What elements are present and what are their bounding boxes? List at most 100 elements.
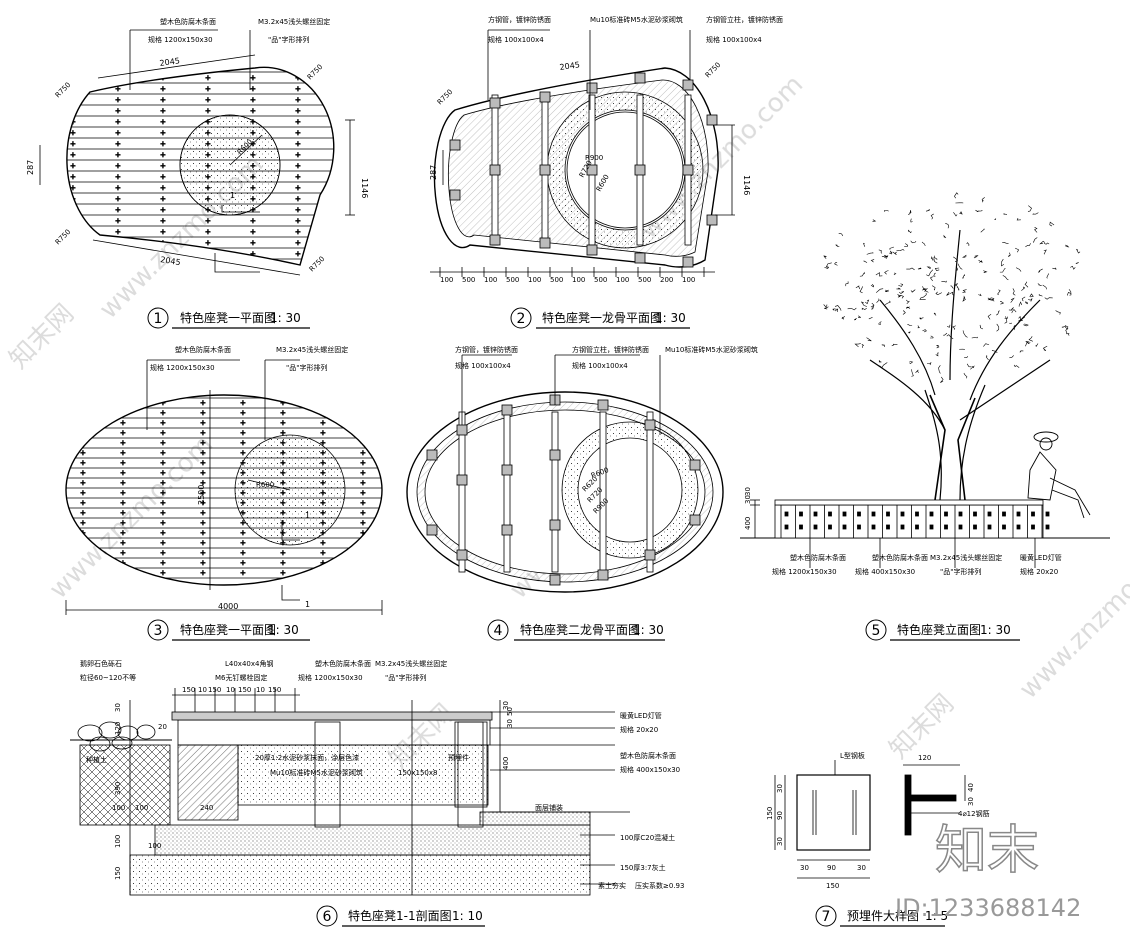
- d5-leaf-cluster: [962, 296, 966, 302]
- d2-bottom-dim: 500: [638, 276, 651, 284]
- caption-7-scale: 1: 5: [925, 909, 948, 923]
- d2-post: [682, 79, 694, 91]
- caption-6-circle: [316, 905, 338, 927]
- d5-leaf-cluster: [863, 242, 866, 247]
- d6-label-side2: 规格 400x150x30: [620, 765, 680, 774]
- d1-screw-mark: +: [115, 140, 121, 148]
- d1-label-wood: 塑木色防腐木条面: [160, 17, 216, 26]
- d1-screw-mark: +: [205, 96, 211, 104]
- d5-leaf-cluster: [870, 283, 874, 288]
- d3-screw-mark: +: [280, 399, 286, 407]
- d5-leaf-cluster: [1025, 301, 1028, 305]
- d5-leaf-cluster: [847, 307, 857, 311]
- d5-leaf-cluster: [921, 241, 926, 247]
- d3-screw-mark: +: [240, 429, 246, 437]
- caption-3-scale: 1: 30: [268, 623, 299, 637]
- d5-leaf-cluster: [940, 376, 944, 383]
- caption-5-number: 5: [872, 623, 881, 639]
- d5-screw-mark: [1016, 524, 1021, 530]
- d3-screw-mark: +: [240, 539, 246, 547]
- d3-dim-height: 2500: [197, 485, 206, 505]
- d2-dim-r900: R900: [585, 154, 603, 162]
- d5-leaf-cluster: [879, 362, 888, 369]
- d3-screw-mark: +: [160, 539, 166, 547]
- d5-label-wood: 塑木色防腐木条面: [790, 553, 846, 562]
- d6-dim-value: 100: [148, 842, 161, 850]
- d3-screw-mark: +: [120, 479, 126, 487]
- d7-dim-left1: 30: [776, 784, 784, 793]
- d4-post: [456, 424, 468, 436]
- d4-post: [426, 449, 438, 461]
- d3-screw-mark: +: [200, 539, 206, 547]
- d1-screw-mark: +: [250, 74, 256, 82]
- d6-label-mortar: 20厚1:2水泥砂浆抹面，涂层色漆: [255, 753, 359, 762]
- d5-leaf-cluster: [1011, 308, 1017, 314]
- d3-label-screw: M3.2x45浅头螺丝固定: [276, 345, 348, 354]
- drawing-6-section: [70, 688, 630, 896]
- d7-dim-leftall: 150: [766, 807, 774, 820]
- d1-screw-mark: +: [70, 206, 76, 214]
- d5-leaf-cluster: [1075, 262, 1079, 264]
- d6-label-brick: Mu10标准砖M5水泥砂浆砌筑: [270, 768, 363, 777]
- d5-leaf-cluster: [1013, 324, 1016, 331]
- d3-screw-mark: +: [200, 569, 206, 577]
- d5-leaf-cluster: [832, 308, 836, 311]
- d1-screw-mark: +: [115, 239, 121, 247]
- d3-screw-mark: +: [240, 439, 246, 447]
- d1-screw-mark: +: [205, 107, 211, 115]
- d3-screw-mark: +: [360, 529, 366, 537]
- d5-leaf-cluster: [1044, 297, 1053, 300]
- d6-label-soil1: 素土夯实: [598, 881, 626, 890]
- d5-screw-mark: [799, 524, 803, 530]
- d5-leaf-cluster: [905, 306, 911, 309]
- d5-screw-mark: [1002, 524, 1006, 530]
- d1-screw-mark: +: [115, 173, 121, 181]
- d2-dim-height: 1146: [742, 175, 751, 195]
- d5-leaf-cluster: [838, 233, 843, 237]
- d1-screw-mark: +: [70, 162, 76, 170]
- d6-dim-value: 400: [502, 757, 510, 770]
- d7-dim-botall: 150: [826, 882, 839, 890]
- d3-screw-mark: +: [320, 569, 326, 577]
- d7-label-rebar: 4⌀12钢筋: [958, 809, 990, 818]
- d5-leaf-cluster: [919, 317, 924, 320]
- d1-screw-mark: +: [115, 118, 121, 126]
- d5-leaf-cluster: [845, 281, 849, 287]
- d5-screw-mark: [828, 524, 832, 530]
- d1-screw-mark: +: [295, 140, 301, 148]
- d1-screw-mark: +: [160, 107, 166, 115]
- d5-leaf-cluster: [823, 255, 827, 259]
- d4-post: [456, 549, 468, 561]
- d3-screw-mark: +: [120, 509, 126, 517]
- d6-dim-value: 100: [114, 835, 122, 848]
- d1-label-pattern: "品"字形排列: [268, 35, 309, 44]
- d3-screw-mark: +: [120, 399, 126, 407]
- d5-leaf-cluster: [917, 267, 922, 270]
- d6-dim-value: 10: [198, 686, 207, 694]
- d1-dim-r750a: R750: [54, 81, 73, 100]
- d4-post: [689, 514, 701, 526]
- d5-screw-mark: [973, 524, 977, 530]
- d5-leaf-cluster: [872, 219, 877, 222]
- d5-leaf-cluster: [885, 300, 891, 305]
- d6-dim-value: 100: [135, 804, 148, 812]
- d3-screw-mark: +: [160, 519, 166, 527]
- d5-screw-mark: [813, 511, 818, 517]
- d4-frame-bar: [551, 411, 559, 573]
- d1-screw-mark: +: [295, 206, 301, 214]
- d4-post: [456, 474, 468, 486]
- d5-leaf-cluster: [949, 291, 955, 296]
- d5-leaf-cluster: [1042, 284, 1047, 290]
- d5-screw-mark: [871, 511, 876, 517]
- d1-screw-mark: +: [205, 228, 211, 236]
- d2-post: [539, 164, 551, 176]
- d5-screw-mark: [944, 511, 948, 517]
- d4-label-post: 方钢管立柱，镀锌防锈面: [572, 345, 649, 354]
- d2-dim-top: 2045: [559, 60, 580, 72]
- d2-dim-r750a: R750: [436, 88, 455, 107]
- d7-dim-left3: 30: [776, 837, 784, 846]
- d3-screw-mark: +: [360, 469, 366, 477]
- caption-2-number: 2: [517, 311, 526, 327]
- d1-screw-mark: +: [295, 85, 301, 93]
- d3-screw-mark: +: [320, 399, 326, 407]
